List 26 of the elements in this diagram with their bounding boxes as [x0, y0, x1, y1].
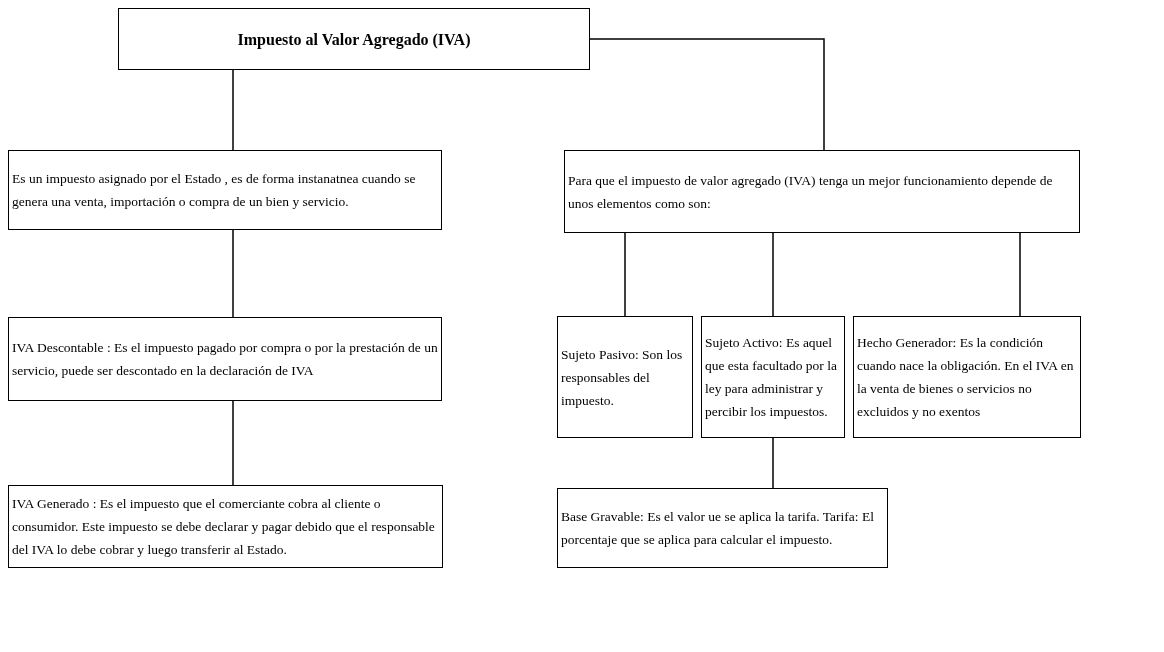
text-box: [118, 8, 590, 70]
title-text: Impuesto al Valor Agregado (IVA): [237, 29, 471, 51]
box-text: Para que el impuesto de valor agregado (IVA) tenga un mejor funcionamiento depende de unos elementos como son:: [568, 171, 1054, 213]
box-text: IVA Descontable : Es el impuesto pagado por compra o por la prestación de un servicio, puede ser descontado en la declaración de IVA: [12, 339, 438, 380]
connector-line: [772, 232, 774, 317]
connector-line: [232, 69, 234, 151]
text-box: [557, 316, 693, 438]
connector-line: [624, 232, 626, 317]
text-box: [8, 150, 442, 230]
box-text: Base Gravable: Es el valor ue se aplica la tarifa. Tarifa: El porcentaje que se aplica para calcular el impuesto.: [561, 508, 875, 549]
text-box: [853, 316, 1081, 438]
connector-line: [232, 400, 234, 486]
connector-line: [232, 229, 234, 318]
connector-line: [589, 38, 825, 151]
text-box: [557, 488, 888, 568]
box-text: Hecho Generador: Es la condición cuando nace la obligación. En el IVA en la venta de bienes o servicios no excluidos y no exentos: [857, 334, 1075, 421]
box-text: Sujeto Activo: Es aquel que esta facultado por la ley para administrar y percibir los impuestos.: [705, 334, 838, 421]
text-box: [8, 317, 442, 401]
box-text: Sujeto Pasivo: Son los responsables del impuesto.: [561, 345, 684, 410]
text-box: [8, 485, 443, 568]
text-box: [564, 150, 1080, 233]
text-box: [701, 316, 845, 438]
connector-line: [772, 437, 774, 489]
box-text: IVA Generado : Es el impuesto que el comerciante cobra al cliente o consumidor. Este impuesto se debe declarar y pagar debido que el responsable del IVA lo debe cobrar y luego transferir al Estado.: [12, 495, 436, 559]
connector-line: [1019, 232, 1021, 317]
box-text: Es un impuesto asignado por el Estado , es de forma instanatnea cuando se genera una venta, importación o compra de un bien y servicio.: [12, 170, 417, 211]
